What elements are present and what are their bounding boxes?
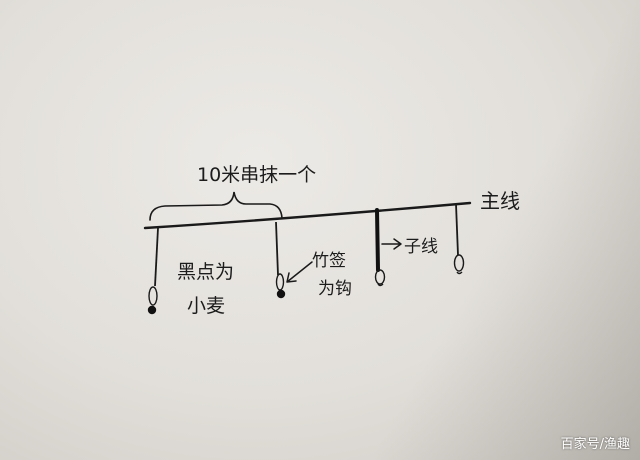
spacing-brace bbox=[149, 191, 283, 221]
main-line bbox=[143, 201, 472, 230]
branch-line-3 bbox=[374, 208, 386, 287]
black-dot-note-line2: 小麦 bbox=[187, 295, 225, 317]
branch-arrow bbox=[381, 238, 402, 250]
spacing-label: 10米串抹一个 bbox=[197, 164, 316, 186]
branch-line-2 bbox=[275, 221, 286, 299]
branch-line-1 bbox=[147, 227, 159, 315]
main-line-label: 主线 bbox=[480, 189, 520, 213]
bamboo-note-line1: 竹签 bbox=[312, 251, 346, 271]
branch-line-4 bbox=[453, 203, 465, 275]
watermark: 百家号/渔趣 bbox=[560, 437, 630, 452]
bamboo-note-line2: 为钩 bbox=[318, 279, 352, 299]
black-dot-note-line1: 黑点为 bbox=[177, 261, 234, 283]
branch-line-label: 子线 bbox=[404, 237, 438, 257]
bamboo-arrow bbox=[286, 261, 313, 283]
